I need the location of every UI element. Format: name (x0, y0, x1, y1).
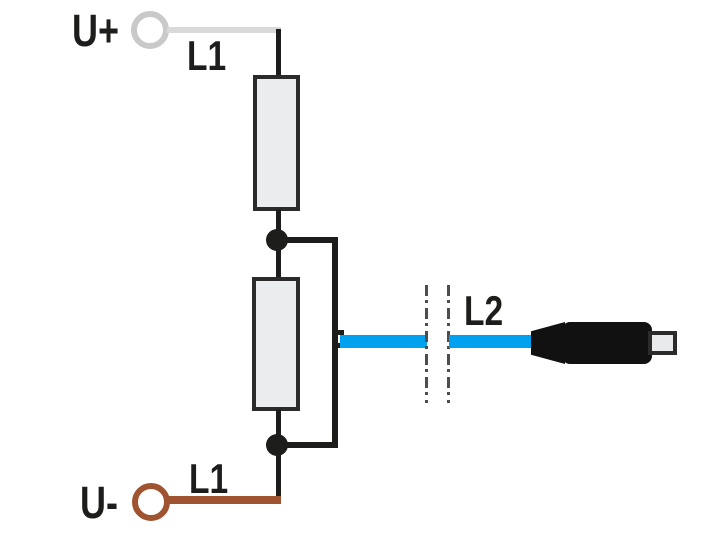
wire-junction-to-resistor-lower (276, 248, 281, 279)
branch-wire-bottom (277, 442, 338, 448)
u-minus-terminal-ring (132, 483, 170, 521)
cable-l2-right-segment (449, 335, 535, 348)
resistor-lower (252, 277, 300, 411)
cable-break-line-left (425, 285, 428, 403)
branch-wire-top (277, 237, 338, 243)
contact-stub-top (334, 330, 344, 335)
wire-top-vertical (276, 29, 281, 76)
wire-resistor-to-junction-top (276, 209, 281, 233)
connector-tip (648, 331, 677, 355)
wire-junction-to-u-minus (276, 445, 281, 504)
u-plus-terminal-ring (131, 11, 169, 49)
wire-resistor-to-junction-bottom (276, 409, 281, 437)
cable-l2-left-segment (340, 335, 427, 348)
contact-stub-bottom (334, 343, 344, 348)
branch-wire-right (332, 237, 338, 448)
label-l1-bottom: L1 (189, 455, 229, 502)
label-u-plus: U+ (72, 5, 120, 56)
connector-boot (531, 322, 565, 364)
label-l1-top: L1 (187, 32, 227, 79)
resistor-upper (253, 75, 300, 211)
cable-break-line-right (447, 285, 450, 403)
u-plus-supply-wire (167, 27, 281, 33)
u-minus-supply-wire (167, 496, 281, 504)
label-u-minus: U- (80, 477, 118, 528)
connector-body (562, 322, 652, 364)
label-l2: L2 (464, 287, 504, 334)
